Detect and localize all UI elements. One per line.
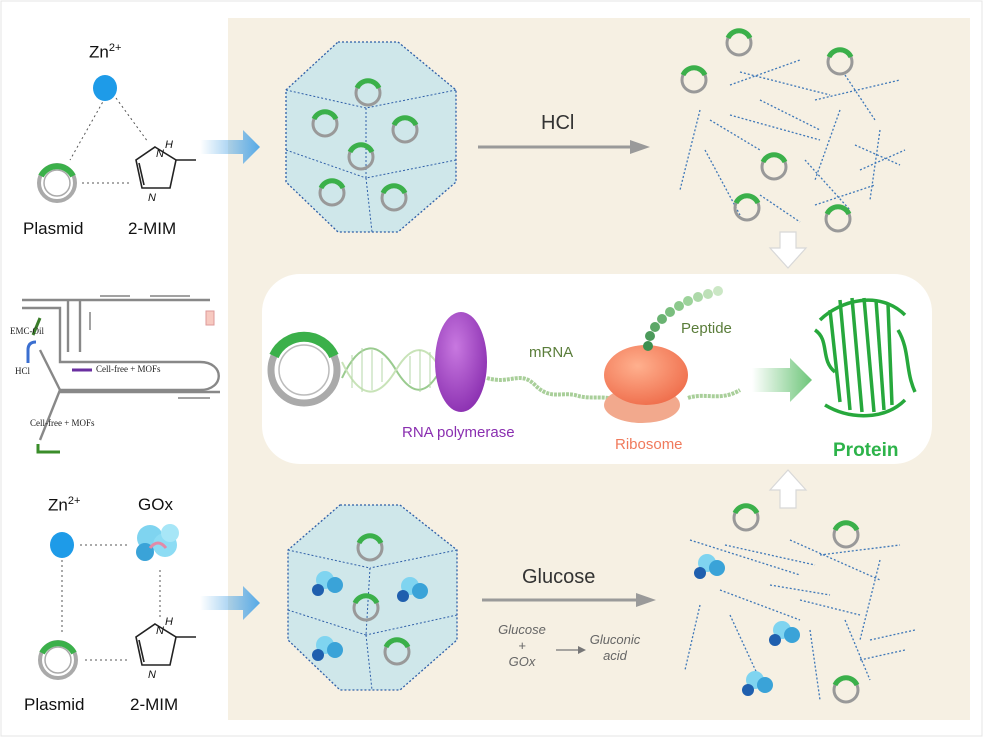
glucose-label: Glucose (522, 566, 596, 588)
imidazole-n1-bottom: N (156, 625, 164, 637)
plasmid-icon (37, 163, 77, 203)
reactant-gox: GOx (508, 654, 536, 669)
inlet-label-1: Cell-free + MOFs (96, 364, 161, 374)
oil-inlet-tube (31, 317, 42, 336)
plasmid-label-top: Plasmid (23, 219, 84, 238)
hcl-label: HCl (541, 112, 575, 134)
product-acid: acid (603, 648, 627, 663)
zinc-ion (50, 532, 74, 558)
peptide-label: Peptide (681, 320, 732, 337)
inlet-label-2: Cell-free + MOFs (30, 418, 95, 428)
imidazole-h-top: H (165, 139, 173, 151)
zif-crystal-top (285, 41, 457, 233)
imidazole-icon (135, 623, 196, 666)
oil-label: EMC-Oil (10, 326, 45, 336)
zinc-label-top: Zn2+ (89, 42, 121, 63)
gox-label: GOx (138, 495, 173, 514)
bond-line (115, 97, 149, 143)
sample-outlet-tube (36, 444, 60, 454)
up-arrow (768, 469, 808, 509)
encapsulated-plasmids-bottom (352, 533, 411, 666)
expression-arrow (752, 358, 812, 402)
ribosome-large-subunit (604, 345, 688, 405)
released-fragments-bottom (684, 539, 916, 701)
collection-vial (205, 310, 215, 326)
zinc-symbol: Zn (89, 42, 109, 62)
mrna-label: mRNA (529, 344, 574, 361)
polymerase-label: RNA polymerase (402, 424, 515, 441)
reaction-arrowhead (578, 646, 586, 654)
protein-label: Protein (833, 440, 899, 461)
mrna-strand (486, 376, 621, 402)
acid-label: HCl (15, 366, 31, 376)
released-plasmids-bottom (732, 503, 860, 704)
acid-inlet-tube (26, 340, 37, 363)
linker-label-bottom: 2-MIM (130, 695, 179, 714)
zinc-symbol: Zn (48, 495, 68, 515)
dna-helix (341, 347, 446, 393)
protein-structure (813, 297, 917, 418)
bond-line (69, 97, 106, 161)
plasmid-icon (38, 640, 78, 680)
imidazole-n1-top: N (156, 148, 164, 160)
microfluidic-chip (22, 298, 220, 441)
linker-label-top: 2-MIM (128, 219, 177, 238)
peptide-chain (643, 286, 723, 351)
zinc-label-bottom: Zn2+ (48, 495, 80, 516)
reactant-glucose: Glucose (498, 622, 546, 637)
zinc-charge: 2+ (108, 42, 122, 54)
encapsulated-gox-bottom (312, 571, 428, 661)
template-plasmid (267, 331, 341, 407)
released-gox-bottom (694, 554, 800, 696)
imidazole-icon (135, 146, 196, 189)
imidazole-n2-bottom: N (148, 669, 156, 681)
hcl-arrowhead (630, 140, 650, 154)
reaction-reactants: Glucose + GOx (491, 622, 553, 670)
gox-enzyme-icon (136, 524, 179, 561)
encapsulated-plasmids-top (311, 78, 419, 212)
reaction-products: Gluconic acid (585, 632, 645, 664)
zinc-ion (93, 75, 117, 101)
imidazole-n2-top: N (148, 192, 156, 204)
plasmid-label-bottom: Plasmid (24, 695, 85, 714)
released-plasmids-top (680, 28, 854, 233)
flow-arrow-bottom (200, 586, 260, 620)
ribosome-label: Ribosome (615, 436, 683, 453)
rna-polymerase (435, 312, 487, 412)
expression-panel (262, 274, 932, 464)
glucose-arrowhead (636, 593, 656, 607)
zinc-charge: 2+ (67, 495, 81, 507)
mrna-strand-exit (687, 388, 742, 400)
product-gluconic: Gluconic (589, 632, 641, 647)
reaction-plus: + (518, 638, 526, 653)
imidazole-h-bottom: H (165, 616, 173, 628)
down-arrow (768, 231, 808, 269)
flow-arrow-top (200, 130, 260, 164)
